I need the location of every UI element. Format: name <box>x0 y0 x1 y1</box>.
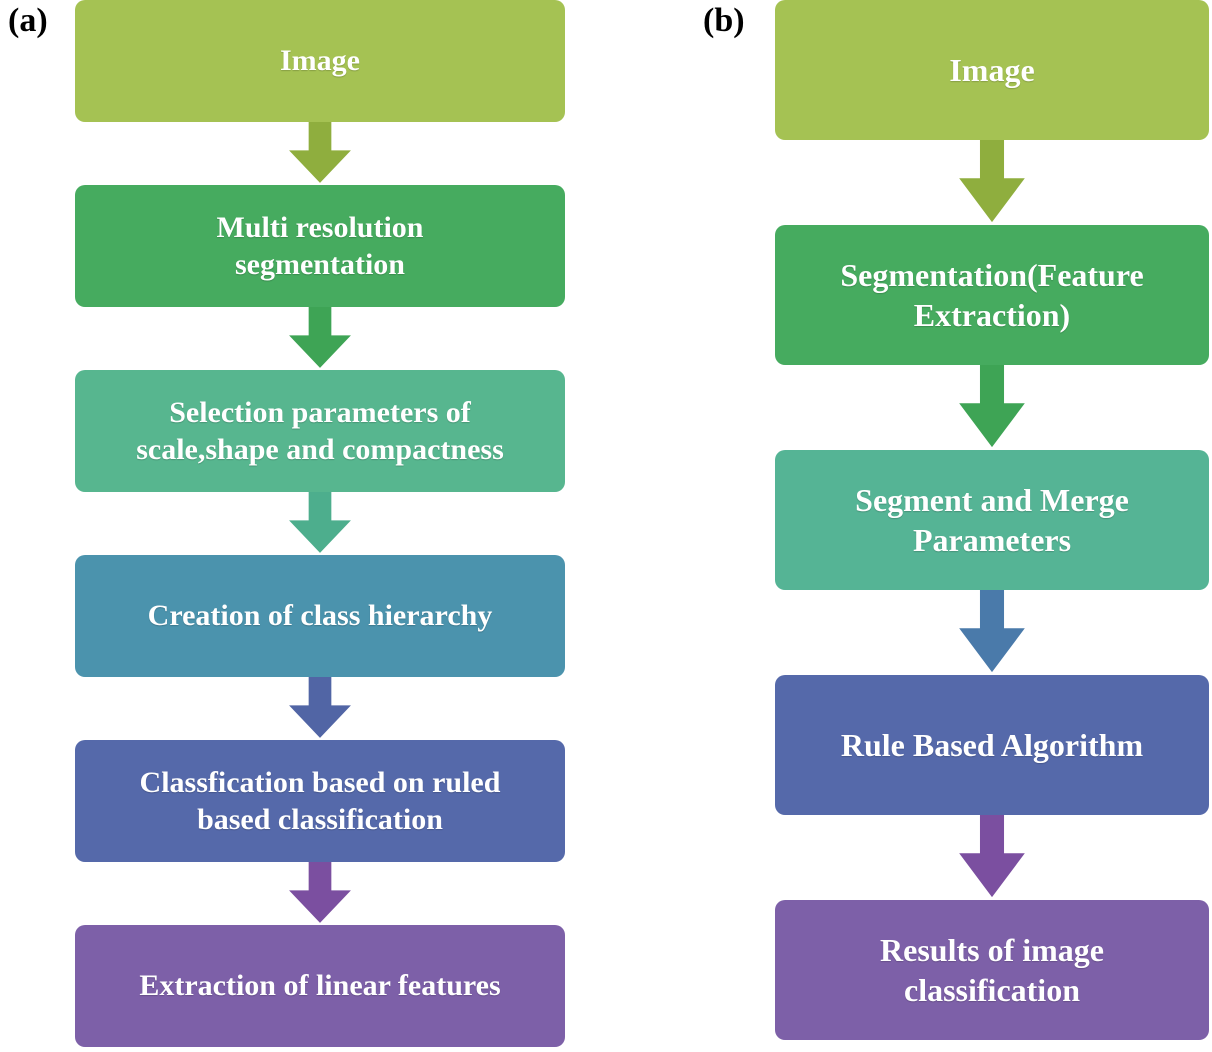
flow-box: Results of image classification <box>775 900 1209 1040</box>
flow-box: Classfication based on ruled based class… <box>75 740 565 862</box>
down-arrow-icon <box>289 862 351 923</box>
flow-box-label: Segmentation(Feature Extraction) <box>840 257 1144 333</box>
panel-label-b: (b) <box>703 2 745 39</box>
flow-box-label: Classfication based on ruled based class… <box>139 765 501 837</box>
flow-box-label: Creation of class hierarchy <box>147 599 493 633</box>
panel-label-a: (a) <box>8 2 48 39</box>
flow-box-label: Image <box>280 44 360 78</box>
flow-box-label: Results of image classification <box>880 932 1104 1008</box>
flow-box: Image <box>775 0 1209 140</box>
down-arrow-icon <box>959 815 1025 898</box>
flow-box-label: Rule Based Algorithm <box>840 727 1144 763</box>
down-arrow-icon <box>289 307 351 368</box>
flow-box: Selection parameters of scale,shape and … <box>75 370 565 492</box>
flow-box: Segmentation(Feature Extraction) <box>775 225 1209 365</box>
down-arrow-icon <box>959 590 1025 673</box>
down-arrow-icon <box>289 677 351 738</box>
flow-box-label: Selection parameters of scale,shape and … <box>136 395 504 467</box>
flow-box-label: Segment and Merge Parameters <box>855 482 1129 558</box>
flow-box: Multi resolution segmentation <box>75 185 565 307</box>
flow-box: Image <box>75 0 565 122</box>
flow-box-label: Multi resolution segmentation <box>216 210 424 282</box>
flow-box-label: Extraction of linear features <box>139 969 501 1003</box>
flow-box: Creation of class hierarchy <box>75 555 565 677</box>
down-arrow-icon <box>289 122 351 183</box>
down-arrow-icon <box>959 140 1025 223</box>
flow-box-label: Image <box>949 52 1035 88</box>
down-arrow-icon <box>289 492 351 553</box>
down-arrow-icon <box>959 365 1025 448</box>
flow-box: Rule Based Algorithm <box>775 675 1209 815</box>
flow-box: Segment and Merge Parameters <box>775 450 1209 590</box>
flow-box: Extraction of linear features <box>75 925 565 1047</box>
